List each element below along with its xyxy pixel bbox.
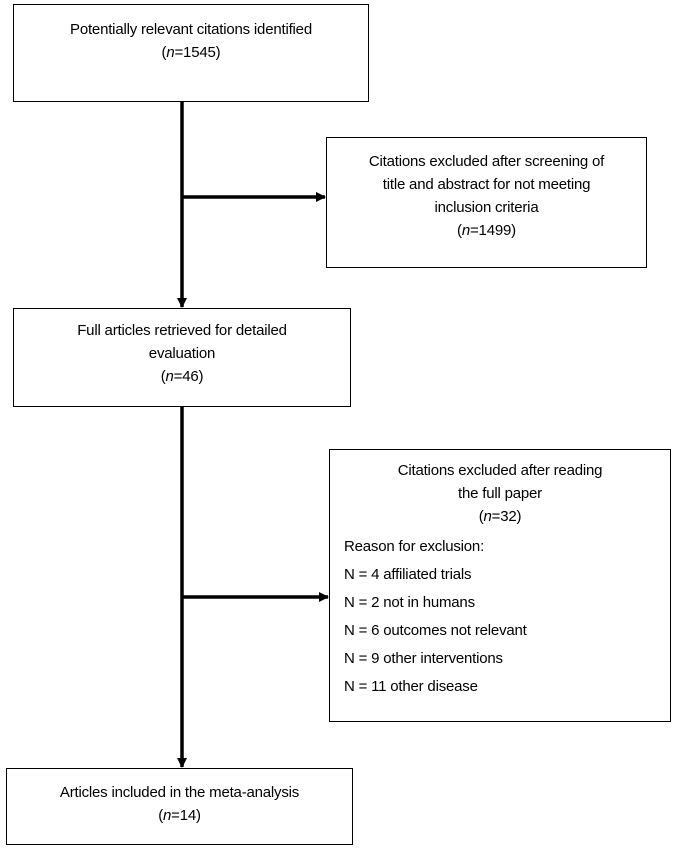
box-full-articles: Full articles retrieved for detailed eva…	[13, 308, 351, 407]
full-articles-count-value: =46)	[173, 368, 204, 385]
box-excluded-full-paper: Citations excluded after reading the ful…	[329, 449, 671, 722]
identified-count-value: =1545)	[174, 44, 221, 61]
excluded-screening-line2: title and abstract for not meeting	[382, 176, 591, 193]
full-articles-line2: evaluation	[148, 345, 216, 362]
box-excluded-screening: Citations excluded after screening of ti…	[326, 137, 647, 268]
identified-count: (n=1545)	[14, 41, 368, 64]
exclusion-reasons-heading: Reason for exclusion:	[344, 538, 485, 555]
included-text: Articles included in the meta-analysis	[59, 784, 300, 801]
excluded-screening-count: (n=1499)	[327, 219, 646, 242]
list-item: N = 9 other interventions	[344, 650, 503, 667]
excluded-screening-count-value: =1499)	[470, 222, 516, 239]
excluded-full-count-n: n	[483, 508, 492, 525]
included-count-value: =14)	[171, 807, 201, 824]
full-articles-count-n: n	[165, 368, 174, 385]
box-identified-citations: Potentially relevant citations identifie…	[13, 4, 369, 102]
list-item: N = 11 other disease	[344, 678, 478, 695]
excluded-full-count: (n=32)	[330, 505, 670, 528]
excluded-full-line2: the full paper	[458, 485, 542, 502]
full-articles-count-open: (	[160, 368, 166, 385]
list-item: N = 2 not in humans	[344, 594, 475, 611]
excluded-screening-count-open: (	[457, 222, 462, 239]
excluded-screening-line1: Citations excluded after screening of	[368, 153, 605, 170]
excluded-full-line1: Citations excluded after reading	[397, 462, 603, 479]
excluded-full-count-value: =32)	[491, 508, 522, 525]
included-count-n: n	[163, 807, 172, 824]
excluded-full-count-open: (	[478, 508, 484, 525]
list-item: N = 4 affiliated trials	[344, 566, 472, 583]
included-count-open: (	[158, 807, 163, 824]
excluded-screening-count-n: n	[461, 222, 470, 239]
included-count: (n=14)	[7, 804, 352, 827]
full-articles-count: (n=46)	[14, 365, 350, 388]
full-articles-line1: Full articles retrieved for detailed	[77, 322, 287, 339]
exclusion-reasons-list: Reason for exclusion: N = 4 affiliated t…	[330, 533, 670, 701]
identified-text: Potentially relevant citations identifie…	[70, 21, 312, 38]
box-included-articles: Articles included in the meta-analysis (…	[6, 768, 353, 845]
identified-count-n: n	[166, 44, 175, 61]
list-item: N = 6 outcomes not relevant	[344, 622, 527, 639]
excluded-screening-line3: inclusion criteria	[434, 199, 539, 216]
identified-count-open: (	[161, 44, 167, 61]
